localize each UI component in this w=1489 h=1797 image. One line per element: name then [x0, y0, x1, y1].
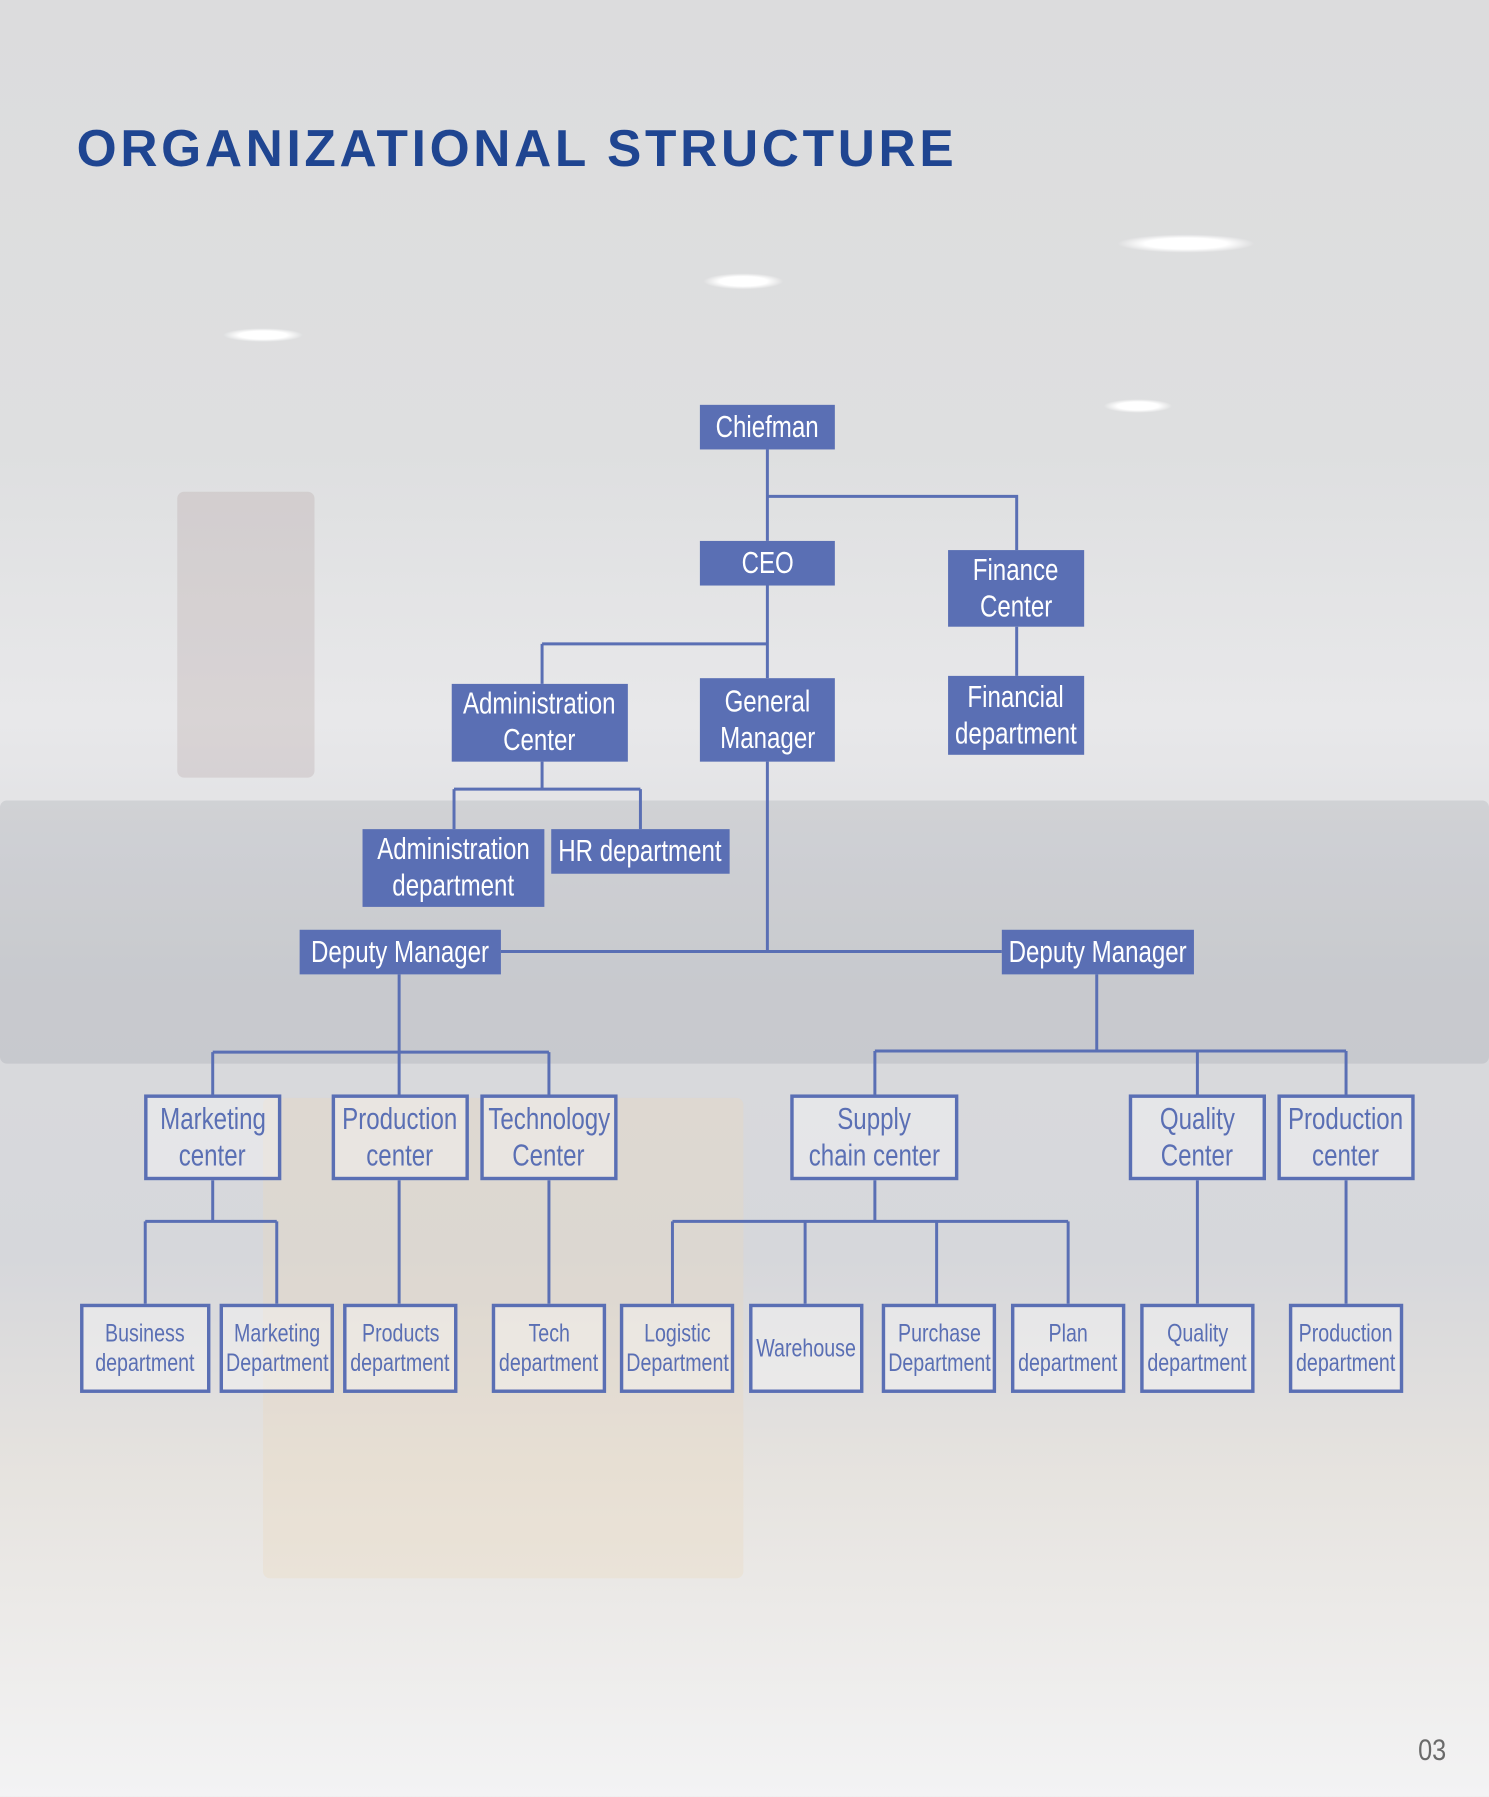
node-label: Logistic — [643, 1318, 711, 1348]
node-label: department — [95, 1348, 195, 1377]
node-label: Center — [979, 588, 1053, 623]
connector — [670, 1180, 1348, 1304]
node-chiefman: Chiefman — [699, 404, 835, 450]
background-photo-shape — [0, 800, 1489, 1064]
node-label: Production — [1299, 1318, 1393, 1348]
node-label: Production — [1288, 1100, 1404, 1136]
node-label: Purchase — [897, 1318, 981, 1348]
connector — [540, 585, 769, 684]
node-label: Chiefman — [715, 408, 819, 444]
node-label: Deputy Manager — [1008, 933, 1187, 969]
node-label: CEO — [741, 545, 794, 580]
node-hr-department: HR department — [551, 829, 730, 874]
node-label: department — [955, 715, 1078, 750]
node-label: Quality — [1159, 1100, 1235, 1136]
connector — [452, 761, 642, 830]
node-label: department — [350, 1348, 450, 1377]
node-label: Products — [361, 1318, 439, 1348]
node-label: HR department — [558, 833, 723, 868]
connector — [211, 974, 551, 1095]
node-label: center — [1312, 1137, 1380, 1172]
connector — [765, 449, 1019, 676]
node-label: Center — [503, 722, 576, 758]
connector — [873, 974, 1348, 1095]
node-deputy-manager-right: Deputy Manager — [1001, 929, 1194, 975]
node-label: center — [366, 1137, 434, 1172]
node-label: Quality — [1166, 1318, 1228, 1348]
node-label: Warehouse — [756, 1333, 857, 1363]
node-label: department — [392, 868, 515, 903]
node-label: Marketing — [233, 1318, 320, 1348]
node-label: Supply — [837, 1100, 912, 1136]
connector — [500, 761, 1002, 953]
node-label: department — [1147, 1348, 1248, 1377]
node-label: Plan — [1048, 1318, 1088, 1348]
node-label: Department — [887, 1348, 991, 1377]
node-label: department — [1018, 1348, 1118, 1377]
node-ceo: CEO — [699, 540, 835, 586]
node-label: Center — [512, 1137, 586, 1172]
node-label: department — [499, 1348, 599, 1377]
node-label: Manager — [719, 719, 815, 755]
node-label: Center — [1161, 1137, 1234, 1172]
node-label: Administration — [463, 686, 617, 721]
node-deputy-manager-left: Deputy Manager — [299, 929, 501, 975]
node-label: Financial — [967, 678, 1065, 714]
node-label: Production — [342, 1100, 458, 1136]
node-label: Deputy Manager — [311, 933, 490, 969]
page-number: 03 — [1418, 1732, 1447, 1767]
node-label: Technology — [488, 1100, 610, 1136]
node-label: center — [179, 1137, 247, 1172]
node-label: Department — [625, 1348, 729, 1377]
page-title: ORGANIZATIONAL STRUCTURE — [76, 118, 958, 178]
background-photo-shape — [177, 491, 315, 778]
node-warehouse: Warehouse — [749, 1303, 864, 1393]
node-label: Department — [225, 1348, 329, 1377]
node-label: Business — [105, 1318, 186, 1348]
node-label: chain center — [808, 1137, 940, 1172]
node-label: Administration — [377, 831, 530, 866]
node-label: Finance — [973, 551, 1059, 587]
node-label: Marketing — [159, 1100, 266, 1136]
connector — [143, 1180, 551, 1304]
node-label: General — [724, 683, 811, 718]
node-label: Tech — [528, 1318, 570, 1348]
node-label: department — [1296, 1348, 1396, 1377]
